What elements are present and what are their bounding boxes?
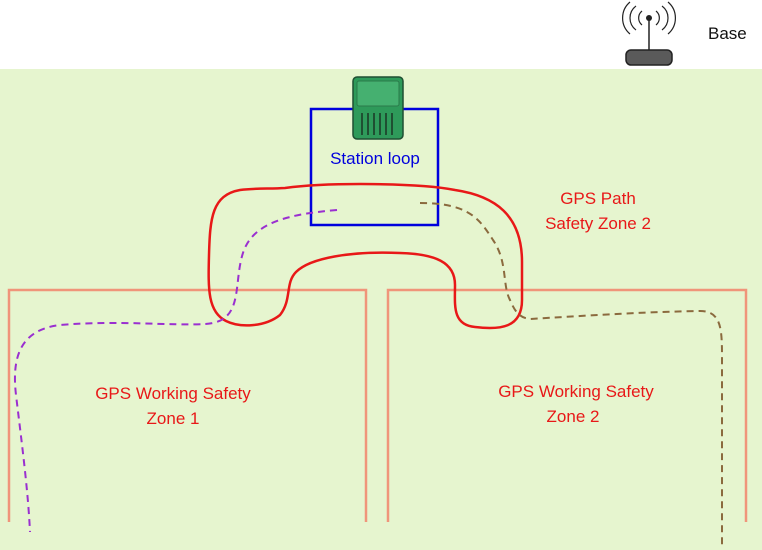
working-zone-2-label-line2: Zone 2 — [547, 407, 600, 426]
path-zone-label-line1: GPS Path — [560, 189, 636, 208]
working-zone-1-label-line2: Zone 1 — [147, 409, 200, 428]
working-zone-1-label-line1: GPS Working Safety — [95, 384, 251, 403]
working-zone-1-border — [7, 288, 368, 522]
working-zone-2-label-line1: GPS Working Safety — [498, 382, 654, 401]
base-label: Base — [708, 24, 747, 43]
guide-wire-right — [419, 202, 724, 545]
lawn-area — [0, 69, 762, 550]
working-zone-2-border — [386, 288, 748, 522]
antenna-base-icon — [622, 1, 676, 66]
charging-station-icon — [352, 76, 404, 140]
path-zone-label-line2: Safety Zone 2 — [545, 214, 651, 233]
path-safety-zone-2-boundary — [207, 182, 524, 330]
station-loop-label: Station loop — [330, 149, 420, 168]
guide-wire-left — [13, 209, 338, 533]
